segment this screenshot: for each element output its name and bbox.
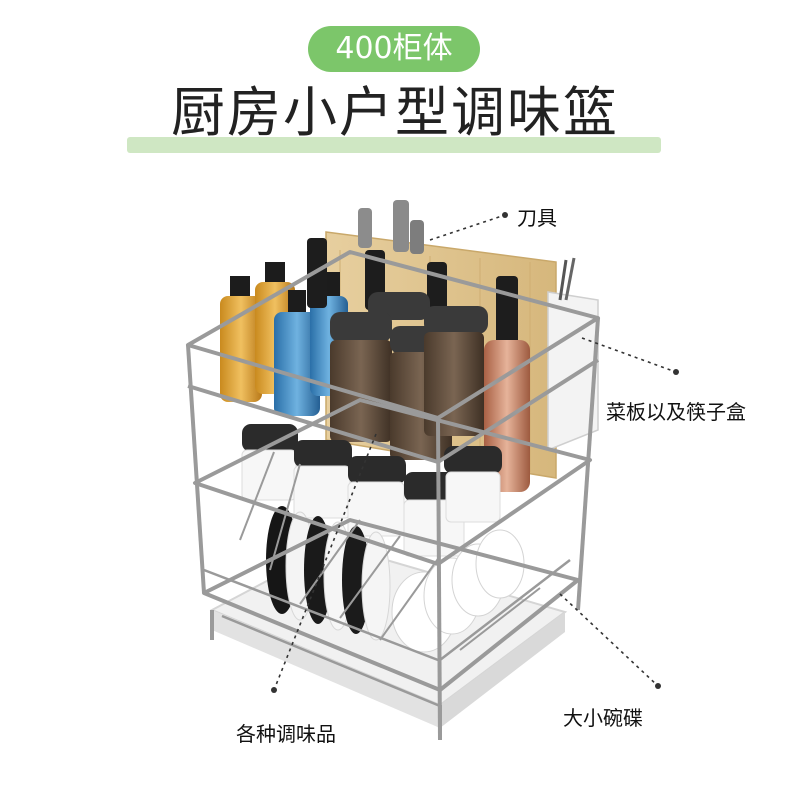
label-bowls-plates: 大小碗碟 [563,706,643,730]
chopstick-box [547,257,599,452]
page-title: 厨房小户型调味篮 [171,81,619,144]
wire-rack-frame [186,250,600,741]
label-board-and-chopstick-box: 菜板以及筷子盒 [606,400,746,424]
callout-lines [273,214,677,691]
label-condiments: 各种调味品 [236,722,336,746]
knife-set [358,200,424,254]
seasoning-jar [241,424,502,557]
cabinet-size-badge: 400柜体 [308,26,480,72]
label-knives: 刀具 [517,206,557,230]
callout-dots [271,212,679,693]
title-underline [127,137,661,153]
